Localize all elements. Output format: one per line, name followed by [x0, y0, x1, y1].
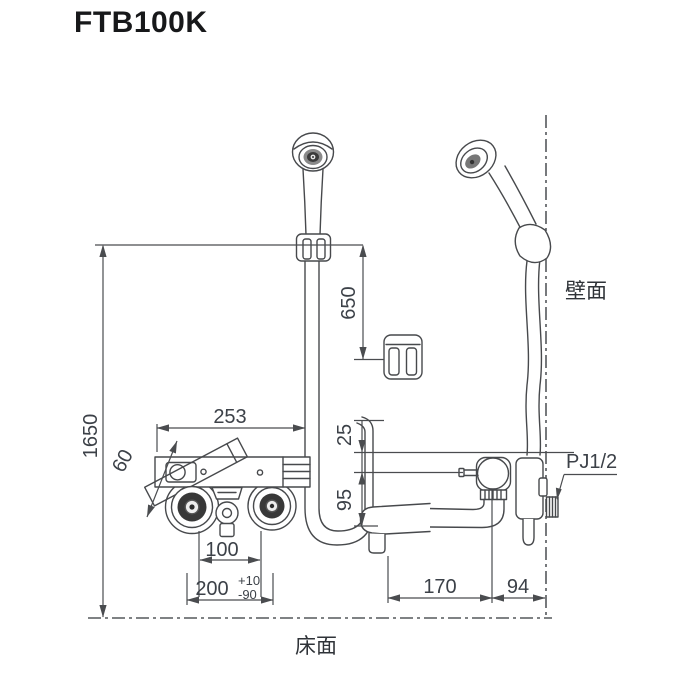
arrowheads: [99, 244, 562, 618]
pj-nipple: [545, 496, 559, 518]
shower-head-side: [455, 139, 552, 264]
label-floor: 床面: [295, 635, 337, 658]
handle-swing-ghost: [143, 437, 249, 507]
dim-25: 25: [334, 424, 356, 446]
wall-bracket-side: [515, 457, 559, 546]
knob-side: [458, 456, 512, 501]
dim-1650: 1650: [80, 414, 102, 459]
spout-front: [211, 486, 243, 538]
dim-60: 60: [108, 446, 138, 476]
holder-side: [514, 223, 552, 264]
shower-head-front: [291, 132, 335, 236]
shower-holder-front: [295, 233, 332, 262]
dim-253: 253: [213, 406, 246, 428]
model-number: FTB100K: [74, 6, 208, 39]
label-wall: 壁面: [565, 280, 607, 303]
dim-95: 95: [334, 489, 356, 511]
right-handle: [252, 486, 292, 526]
spout-side: [359, 498, 505, 554]
wall-hook: [383, 334, 423, 380]
front-view: [143, 132, 423, 546]
shower-hose-side: [524, 260, 530, 456]
dim-650: 650: [338, 286, 360, 319]
dim-60-line: [146, 440, 178, 518]
dim-200-tol-minus: -90: [238, 587, 257, 602]
dim-200-tol-plus: +10: [238, 573, 260, 588]
left-handle: [170, 485, 214, 529]
label-pj: PJ1/2: [566, 451, 617, 473]
dim-100: 100: [205, 539, 238, 561]
shower-hose-front: [304, 260, 374, 546]
dim-200: 200: [195, 578, 228, 600]
faucet-body-front: [154, 456, 311, 488]
dim-170: 170: [423, 576, 456, 598]
dim-94: 94: [507, 576, 529, 598]
